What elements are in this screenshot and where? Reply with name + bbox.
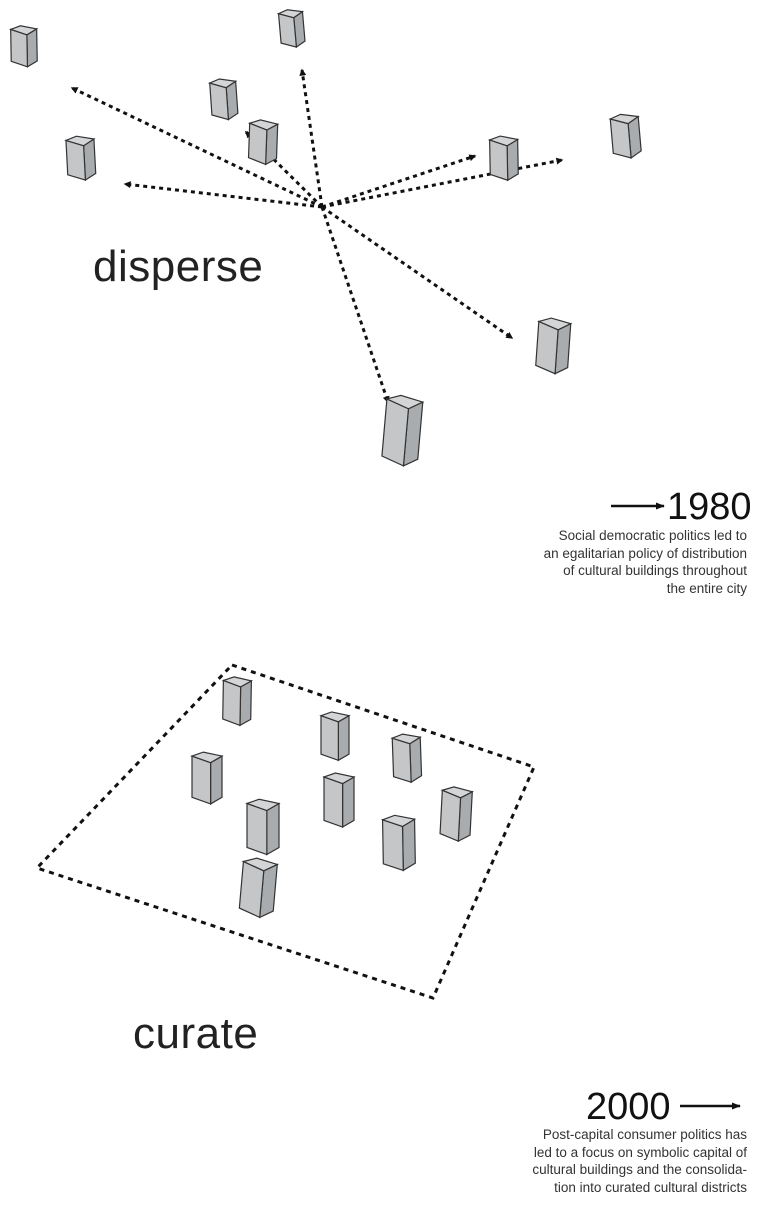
building-blocks bbox=[8, 9, 642, 919]
dashed-arrow-icon bbox=[321, 154, 477, 209]
building-block-icon bbox=[322, 772, 356, 829]
building-block-icon bbox=[64, 135, 97, 182]
caption-line: the entire city bbox=[666, 580, 747, 596]
building-block-icon bbox=[381, 394, 425, 467]
building-block-icon bbox=[247, 119, 280, 166]
disperse-caption: Social democratic politics led to an ega… bbox=[544, 527, 747, 597]
year-2000: 2000 bbox=[586, 1086, 671, 1128]
curate-caption: Post-capital consumer politics has led t… bbox=[532, 1126, 747, 1196]
caption-line: tion into curated cultural districts bbox=[554, 1179, 747, 1195]
dashed-arrow-icon bbox=[299, 68, 324, 208]
building-block-icon bbox=[535, 317, 573, 375]
building-block-icon bbox=[319, 711, 351, 762]
caption-line: of cultural buildings throughout bbox=[563, 563, 747, 578]
building-block-icon bbox=[190, 751, 224, 805]
building-block-icon bbox=[8, 25, 39, 68]
disperse-arrows bbox=[70, 68, 564, 404]
building-block-icon bbox=[245, 798, 281, 856]
disperse-label: disperse bbox=[93, 242, 264, 291]
building-block-icon bbox=[439, 786, 474, 843]
curate-label: curate bbox=[133, 1009, 259, 1058]
building-block-icon bbox=[221, 676, 254, 727]
building-block-icon bbox=[207, 78, 239, 121]
caption-line: led to a focus on symbolic capital of bbox=[533, 1144, 747, 1160]
dashed-arrow-icon bbox=[321, 205, 514, 340]
caption-line: cultural buildings and the consolida- bbox=[532, 1162, 747, 1177]
caption-line: Social democratic politics led to bbox=[558, 528, 747, 543]
building-block-icon bbox=[608, 113, 642, 160]
dashed-arrow-icon bbox=[320, 206, 390, 404]
building-block-icon bbox=[380, 814, 417, 872]
building-block-icon bbox=[487, 135, 520, 182]
caption-line: an egalitarian policy of distribution bbox=[543, 545, 747, 561]
year-1980: 1980 bbox=[667, 486, 752, 528]
dashed-boundary-icon bbox=[34, 663, 537, 1000]
building-block-icon bbox=[238, 857, 279, 919]
dashed-arrow-icon bbox=[123, 181, 323, 209]
building-block-icon bbox=[276, 9, 306, 49]
caption-line: Post-capital consumer politics has bbox=[542, 1127, 747, 1142]
dashed-arrow-icon bbox=[321, 157, 564, 209]
building-block-icon bbox=[390, 733, 423, 784]
dashed-arrow-icon bbox=[70, 86, 323, 209]
